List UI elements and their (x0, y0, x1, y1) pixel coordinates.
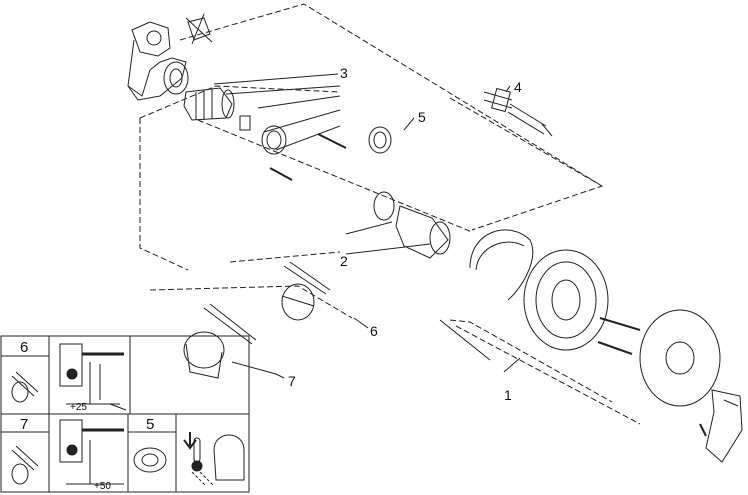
callout-3: 3 (340, 65, 348, 81)
inset-label-6: 6 (20, 339, 28, 356)
spindle (483, 87, 553, 137)
callout-1: 1 (504, 387, 512, 403)
dimension-plus-25: +25 (70, 402, 87, 413)
escutcheon-assembly (469, 229, 743, 463)
inset-label-5: 5 (146, 416, 154, 433)
callout-4: 4 (514, 79, 522, 95)
sleeve (373, 191, 451, 259)
valve-body (127, 13, 213, 101)
inset-row-1-parts (11, 343, 127, 411)
callout-5: 5 (418, 109, 426, 125)
callout-leaders (213, 73, 521, 379)
callout-labels: 3 4 5 2 6 7 1 (288, 65, 522, 403)
dimension-plus-50: +50 (94, 481, 111, 492)
callout-2: 2 (340, 253, 348, 269)
inset-row-2-parts (11, 419, 245, 487)
callout-7: 7 (288, 373, 296, 389)
cap (368, 126, 392, 154)
inset-panel (0, 335, 250, 493)
spare-parts (183, 261, 331, 379)
callout-6: 6 (370, 323, 378, 339)
inset-label-7: 7 (20, 416, 28, 433)
cartridge-assembly (183, 87, 347, 181)
inset-labels: 6 7 5 +25 +50 (20, 339, 154, 492)
assembly-lines (139, 3, 641, 425)
